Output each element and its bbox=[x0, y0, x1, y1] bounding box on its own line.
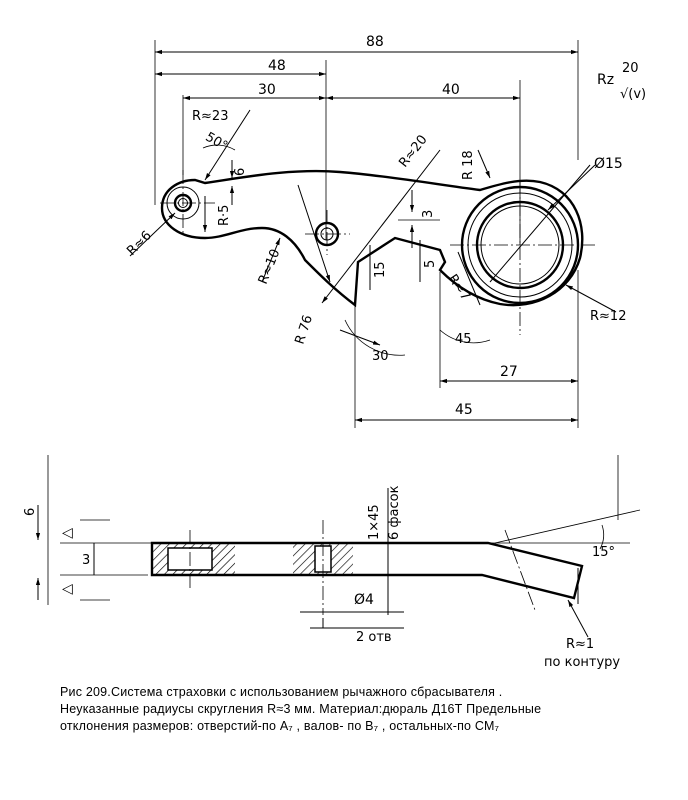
side-dim-3: 3 bbox=[82, 553, 90, 568]
dim-15-top: 15 bbox=[373, 261, 388, 278]
angle-15: 15° bbox=[592, 545, 615, 560]
contour-label: по контуру bbox=[544, 655, 620, 670]
cone-mark-bottom: ◁ bbox=[62, 581, 73, 597]
side-dim-6: 6 bbox=[23, 508, 38, 516]
dim-27: 27 bbox=[500, 364, 518, 380]
r10-label: R≈10 bbox=[256, 247, 284, 286]
angle-50: 50° bbox=[203, 130, 230, 155]
holes-label: 2 отв bbox=[356, 630, 392, 645]
side-view: 6 3 ◁ ◁ 1×45 6 фасок Ø4 2 отв 15° R≈1 по… bbox=[23, 455, 641, 670]
r5-label: R·5 bbox=[217, 205, 232, 226]
r1-label: R≈1 bbox=[566, 637, 594, 652]
dim-40: 40 bbox=[442, 82, 460, 98]
top-view: 88 48 30 40 Rz 20 √(v) R≈23 bbox=[124, 34, 646, 428]
side-body-outline bbox=[150, 541, 584, 600]
phi15-label: Ø15 bbox=[594, 156, 623, 172]
figure-caption: Рис 209.Система страховки с использовани… bbox=[60, 684, 660, 735]
roughness-mark: Rz 20 √(v) bbox=[597, 61, 646, 102]
dim-30: 30 bbox=[258, 82, 276, 98]
r23-label: R≈23 bbox=[192, 109, 228, 124]
angle-45: 45 bbox=[455, 332, 472, 347]
svg-text:Rz: Rz bbox=[597, 72, 614, 88]
caption-line-3: отклонения размеров: отверстий-по А₇ , в… bbox=[60, 719, 500, 733]
svg-text:20: 20 bbox=[622, 61, 639, 76]
r18-label: R 18 bbox=[461, 150, 476, 180]
phi4-label: Ø4 bbox=[354, 592, 374, 608]
r12-label: R≈12 bbox=[590, 309, 626, 324]
caption-line-1: Рис 209.Система страховки с использовани… bbox=[60, 685, 503, 699]
dim-88: 88 bbox=[366, 34, 384, 50]
dim-5-top: 5 bbox=[423, 260, 438, 268]
dim-48: 48 bbox=[268, 58, 286, 74]
dim-6-top: 6 bbox=[233, 168, 248, 176]
dim-45: 45 bbox=[455, 402, 473, 418]
chamfer-label: 1×45 bbox=[367, 504, 382, 540]
cone-mark-top: ◁ bbox=[62, 525, 73, 541]
chamfer-count: 6 фасок bbox=[387, 485, 402, 540]
r76-label: R 76 bbox=[293, 313, 316, 346]
caption-line-2: Неуказанные радиусы скругления R≈3 мм. М… bbox=[60, 702, 542, 716]
r20-label: R≈20 bbox=[396, 132, 430, 170]
r6-label: R≈6 bbox=[124, 228, 155, 259]
lever-outline bbox=[160, 169, 584, 308]
angle-30: 30 bbox=[372, 349, 389, 364]
svg-text:√(v): √(v) bbox=[620, 87, 646, 102]
dim-3-top: 3 bbox=[421, 210, 436, 218]
